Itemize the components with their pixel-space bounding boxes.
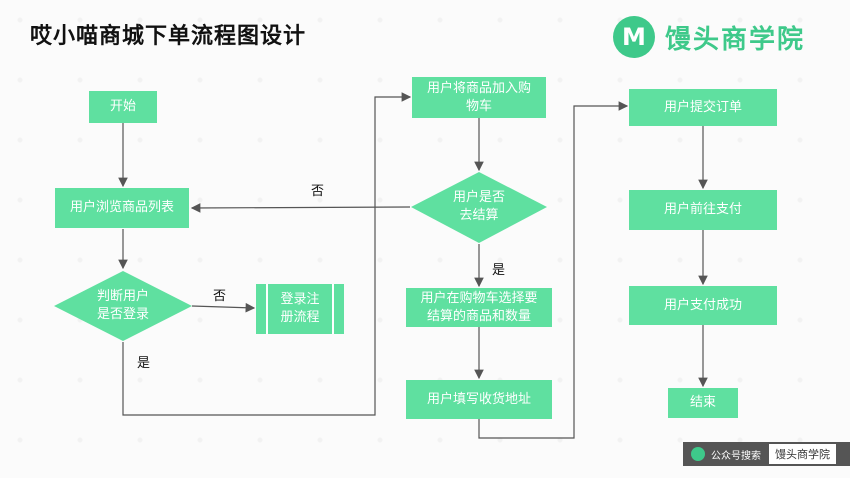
label-no-checkout: 否 — [311, 184, 325, 199]
node-login-check: 判断用户 是否登录 — [96, 289, 149, 322]
edge-login-addcart — [122, 92, 412, 416]
edge-login-register — [191, 302, 256, 313]
footer-brand: 馒头商学院 — [769, 444, 836, 464]
brand-name: 馒头商学院 — [665, 24, 806, 55]
node-submit-order: 用户提交订单 — [629, 89, 777, 126]
page-title: 哎小喵商城下单流程图设计 — [30, 24, 307, 49]
edge-address-submit — [478, 101, 629, 439]
label-yes-checkout: 是 — [492, 263, 506, 278]
logo-mark-icon: M — [613, 16, 655, 58]
edge-checkout-browse — [190, 203, 411, 213]
decision-checkout-shape — [411, 172, 547, 243]
brand-logo: M 馒头商学院 — [613, 16, 805, 58]
node-add-cart: 用户将商品加入购 物车 — [412, 77, 546, 118]
footer-banner: 公众号搜索 馒头商学院 — [683, 442, 850, 466]
decision-login-shape — [54, 271, 192, 341]
node-register: 登录注 册流程 — [256, 284, 344, 334]
node-pay-success: 用户支付成功 — [629, 286, 777, 325]
node-select-goods: 用户在购物车选择要 结算的商品和数量 — [406, 288, 552, 327]
footer-label: 公众号搜索 — [711, 450, 761, 462]
node-checkout-check: 用户是否 去结算 — [452, 190, 505, 223]
label-yes-login: 是 — [137, 356, 151, 371]
label-no-login: 否 — [213, 289, 227, 304]
node-go-pay: 用户前往支付 — [629, 190, 777, 230]
node-address: 用户填写收货地址 — [406, 380, 552, 419]
node-end: 结束 — [668, 388, 738, 418]
node-browse: 用户浏览商品列表 — [55, 188, 189, 228]
wechat-icon — [691, 447, 705, 461]
node-start: 开始 — [89, 91, 157, 123]
